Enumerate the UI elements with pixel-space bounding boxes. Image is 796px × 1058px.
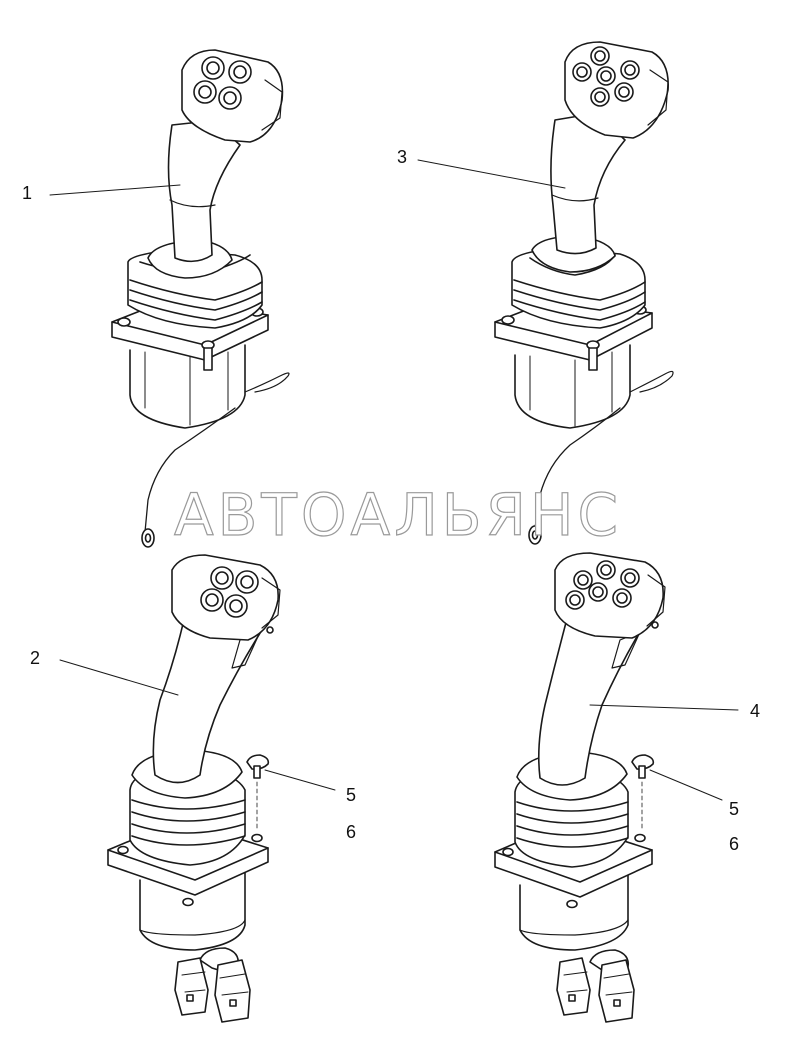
callout-4: 4 bbox=[750, 701, 761, 721]
callout-2: 2 bbox=[30, 648, 41, 668]
joystick-3 bbox=[417, 41, 674, 545]
callout-5-left: 5 bbox=[346, 785, 357, 805]
grip-button bbox=[201, 56, 225, 80]
joystick-2 bbox=[59, 554, 336, 1023]
plug-connector bbox=[174, 957, 209, 1016]
bolt-head bbox=[117, 317, 131, 327]
callout-5-right: 5 bbox=[729, 799, 740, 819]
callout-6-right: 6 bbox=[729, 834, 740, 854]
joystick-1 bbox=[49, 49, 290, 548]
watermark: АВТОАЛЬЯНС bbox=[173, 480, 623, 549]
callout-3: 3 bbox=[397, 147, 408, 167]
ring-terminal bbox=[141, 528, 155, 548]
callout-6-left: 6 bbox=[346, 822, 357, 842]
callout-1: 1 bbox=[22, 183, 33, 203]
joystick-4 bbox=[494, 552, 739, 1023]
